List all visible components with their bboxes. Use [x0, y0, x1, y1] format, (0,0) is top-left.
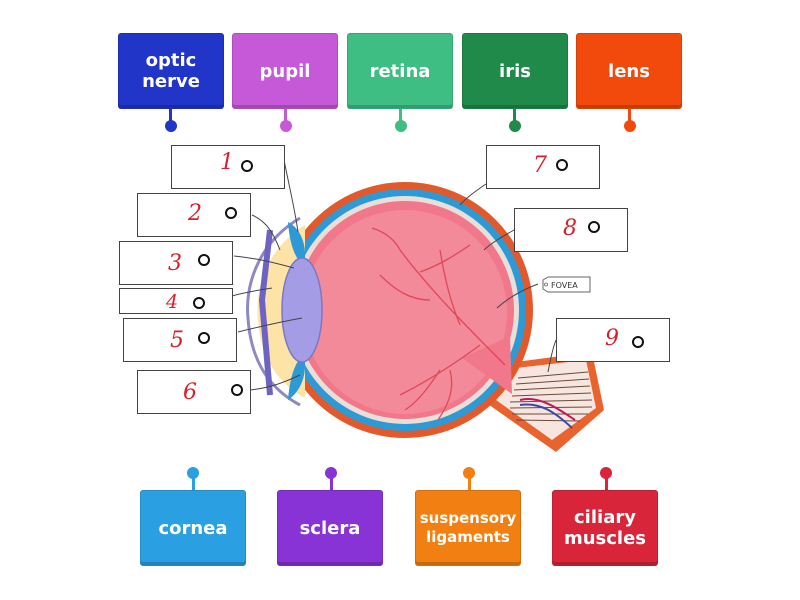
tile-pin: [165, 120, 177, 132]
target-number: 4: [166, 291, 179, 313]
target-number: 8: [563, 216, 577, 241]
drop-target-6[interactable]: 6: [137, 370, 251, 414]
target-number: 3: [168, 251, 182, 276]
tile-pin-stem: [192, 478, 195, 490]
tile-pin: [509, 120, 521, 132]
target-anchor-dot[interactable]: [231, 384, 243, 396]
target-number: 6: [183, 380, 197, 405]
tile-pin-stem: [169, 109, 172, 121]
tile-lens[interactable]: lens: [576, 33, 682, 109]
drop-target-4[interactable]: 4: [119, 288, 233, 314]
tile-pin: [600, 467, 612, 479]
tile-pin-stem: [330, 478, 333, 490]
drop-target-2[interactable]: 2: [137, 193, 251, 237]
tile-pin: [463, 467, 475, 479]
tile-cornea[interactable]: cornea: [140, 490, 246, 566]
target-number: 7: [533, 153, 547, 178]
tile-pin-stem: [468, 478, 471, 490]
drop-target-8[interactable]: 8: [514, 208, 628, 252]
tile-sclera[interactable]: sclera: [277, 490, 383, 566]
tile-pin-stem: [628, 109, 631, 121]
drop-target-9[interactable]: 9: [556, 318, 670, 362]
fovea-tag: [542, 276, 591, 293]
target-number: 2: [188, 201, 202, 226]
tile-pin-stem: [513, 109, 516, 121]
tile-optic-nerve[interactable]: optic nerve: [118, 33, 224, 109]
target-anchor-dot[interactable]: [632, 336, 644, 348]
target-number: 5: [170, 328, 184, 353]
target-anchor-dot[interactable]: [193, 297, 205, 309]
tile-pin-stem: [605, 478, 608, 490]
target-anchor-dot[interactable]: [198, 332, 210, 344]
drop-target-3[interactable]: 3: [119, 241, 233, 285]
tile-retina[interactable]: retina: [347, 33, 453, 109]
fovea-label: FOVEA: [551, 281, 578, 290]
target-number: 1: [220, 150, 234, 175]
tile-iris[interactable]: iris: [462, 33, 568, 109]
tile-pupil[interactable]: pupil: [232, 33, 338, 109]
tile-pin: [187, 467, 199, 479]
target-number: 9: [605, 326, 619, 351]
target-anchor-dot[interactable]: [225, 207, 237, 219]
drop-target-7[interactable]: 7: [486, 145, 600, 189]
tile-ciliary-muscles[interactable]: ciliary muscles: [552, 490, 658, 566]
tile-pin-stem: [284, 109, 287, 121]
tile-pin: [280, 120, 292, 132]
target-anchor-dot[interactable]: [556, 159, 568, 171]
tile-pin: [395, 120, 407, 132]
tile-pin: [325, 467, 337, 479]
drop-target-1[interactable]: 1: [171, 145, 285, 189]
target-anchor-dot[interactable]: [241, 160, 253, 172]
target-anchor-dot[interactable]: [198, 254, 210, 266]
target-anchor-dot[interactable]: [588, 221, 600, 233]
tile-pin: [624, 120, 636, 132]
drop-target-5[interactable]: 5: [123, 318, 237, 362]
tile-pin-stem: [399, 109, 402, 121]
lens-shape: [281, 257, 323, 363]
tile-suspensory-ligaments[interactable]: suspensory ligaments: [415, 490, 521, 566]
